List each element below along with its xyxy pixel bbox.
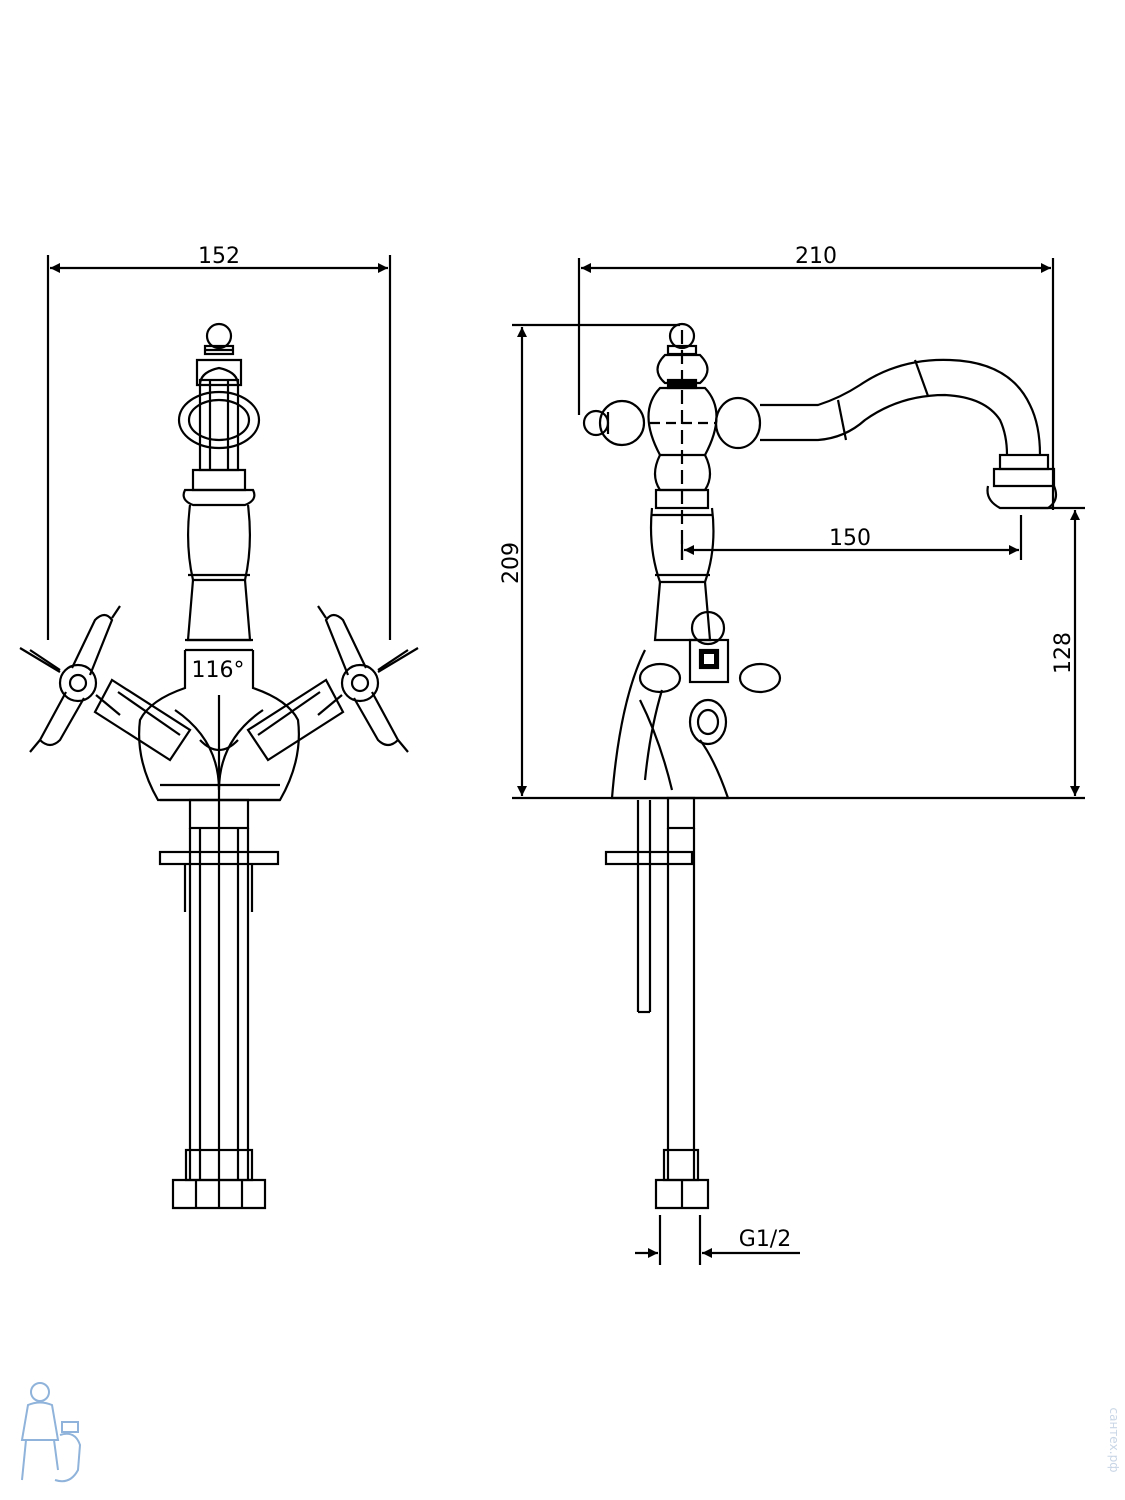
height-dim-label: 209	[499, 542, 524, 584]
width-dim-label: 152	[198, 244, 240, 269]
reach-dim-label: 150	[829, 526, 871, 551]
side-view: 210 209 128 150	[499, 244, 1085, 1265]
side-supply-hoses	[604, 796, 710, 1210]
front-view: 152 116°	[19, 244, 419, 1210]
thread-label: G1/2	[739, 1227, 791, 1252]
spout-height-dim-label: 128	[1051, 632, 1076, 674]
front-top-knob	[203, 322, 235, 356]
width-dimension	[46, 255, 392, 640]
front-right-valve	[246, 605, 419, 762]
front-spout-ring	[177, 358, 261, 472]
front-left-valve	[19, 605, 192, 762]
angle-label: 116°	[192, 658, 245, 683]
height-dimension	[512, 323, 1085, 800]
length-dim-label: 210	[795, 244, 837, 269]
side-head	[582, 322, 762, 560]
plumber-logo	[20, 1382, 82, 1483]
watermark-text: сантех.рф	[1107, 1408, 1121, 1473]
length-dimension	[577, 258, 1055, 510]
side-handle	[610, 610, 782, 800]
side-spout	[760, 358, 1058, 510]
front-column	[182, 468, 256, 652]
thread-dimension	[635, 1215, 800, 1265]
front-supply-hoses	[158, 798, 280, 1210]
